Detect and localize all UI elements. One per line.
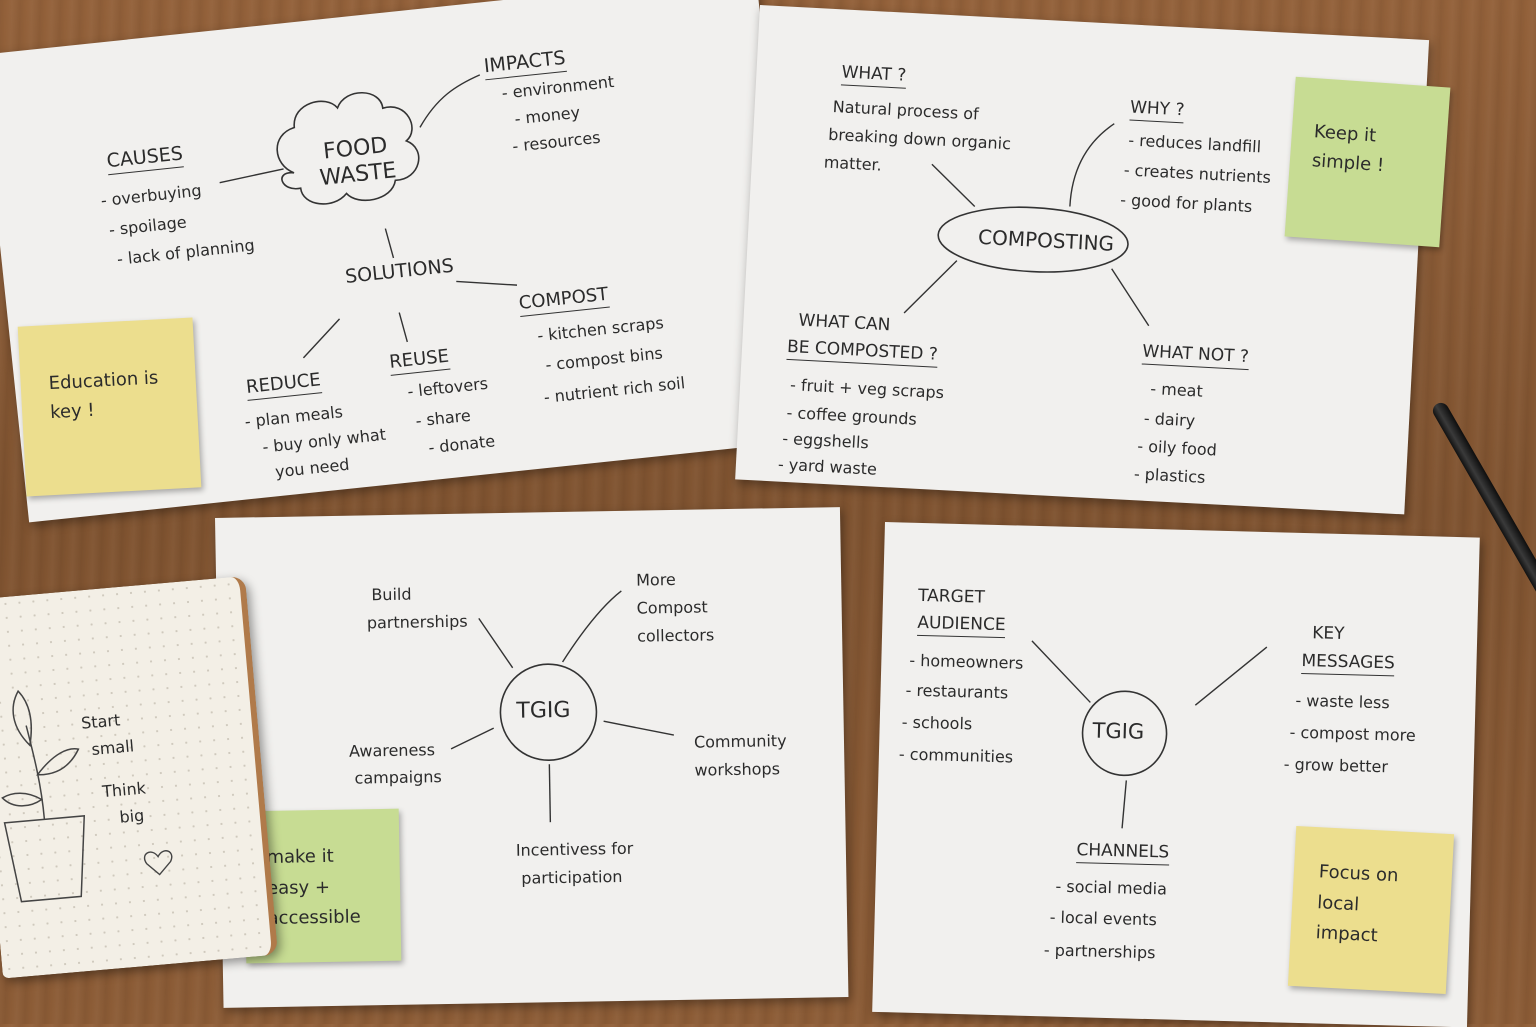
channels-item: - social media [1055, 876, 1168, 899]
arrow-to-can [903, 260, 958, 314]
channels-item: - local events [1049, 907, 1158, 930]
more-line: Compost [636, 597, 708, 618]
arrow-to-reduce [302, 318, 341, 359]
can-item: - eggshells [781, 428, 870, 453]
community-line: workshops [694, 759, 781, 780]
composting-ellipse [937, 206, 1129, 273]
sheet3-connectors [450, 590, 674, 823]
target-item: - restaurants [905, 680, 1009, 703]
key-item: - grow better [1283, 754, 1389, 777]
sticky-note-focus: Focus on local impact [1287, 825, 1455, 995]
arrow-to-causes [219, 168, 284, 184]
not-item: - dairy [1143, 408, 1196, 431]
sheet-food-waste: FOOD WASTE IMPACTS - environment - money… [0, 0, 805, 523]
awareness-line: Awareness [348, 740, 436, 761]
tgig-center: TGIG [1092, 718, 1145, 744]
awareness-line: campaigns [354, 767, 442, 788]
build-line: partnerships [366, 611, 468, 633]
leaf [36, 747, 80, 776]
arrow-to-reuse [398, 312, 409, 343]
sheet2-connectors [903, 123, 1150, 327]
key-item: - compost more [1289, 722, 1416, 745]
arrow-to-solutions [384, 228, 395, 259]
channels-item: - partnerships [1043, 940, 1156, 963]
food-waste-cloud [276, 92, 420, 205]
target-item: - communities [898, 744, 1014, 767]
notebook-text: Start [80, 710, 121, 733]
arrow-to-impacts [419, 74, 481, 128]
not-item: - oily food [1136, 436, 1218, 460]
composting-center: COMPOSTING [977, 224, 1115, 256]
arrow-to-why [1069, 123, 1115, 207]
notebook-text: small [90, 736, 135, 759]
sticky-note-text: Keep it simple ! [1311, 121, 1385, 176]
key-title-line1: KEY [1311, 623, 1345, 645]
leaf [1, 792, 44, 807]
arrow-to-more [561, 590, 622, 663]
arrow-to-channels [1121, 780, 1128, 829]
arrow-to-not [1111, 268, 1150, 327]
target-title-line2: AUDIENCE [917, 613, 1006, 639]
stem [25, 725, 46, 820]
community-line: Community [693, 731, 787, 752]
key-item: - waste less [1295, 690, 1390, 713]
what-text: matter. [823, 152, 883, 175]
key-title-line2: MESSAGES [1301, 651, 1395, 677]
leaf [12, 689, 33, 747]
why-title: WHY ? [1129, 98, 1185, 124]
arrow-to-awareness [450, 727, 495, 750]
pot [3, 815, 86, 903]
heart-icon [143, 850, 173, 876]
notebook-text: big [118, 805, 146, 827]
arrow-to-community [603, 720, 674, 736]
what-title: WHAT ? [840, 62, 907, 89]
arrow-to-build [478, 618, 514, 669]
sticky-note-text: Focus on local impact [1315, 861, 1399, 947]
sheet4-connectors [1031, 640, 1268, 829]
tgig-center: TGIG [516, 697, 571, 724]
sheet-composting: COMPOSTING WHAT ? Natural process of bre… [735, 5, 1430, 515]
sheet-tgig-actions: TGIG Build partnerships More Compost col… [215, 507, 849, 1008]
more-line: collectors [636, 625, 715, 646]
arrow-to-target [1031, 640, 1091, 703]
incentives-line: participation [521, 866, 623, 888]
can-title-line1: WHAT CAN [798, 310, 891, 336]
channels-title: CHANNELS [1076, 840, 1169, 866]
plant-drawing [1, 689, 173, 903]
sheet1-connectors [219, 74, 518, 359]
notebook-text: Think [101, 778, 147, 802]
more-line: More [635, 569, 676, 590]
tgig-circle [499, 663, 598, 762]
sticky-note-text: Education is key ! [48, 367, 159, 423]
arrow-to-compost [456, 280, 518, 286]
not-item: - plastics [1133, 464, 1206, 487]
sticky-note-education: Education is key ! [17, 317, 202, 497]
tgig-circle [1081, 690, 1168, 777]
target-item: - homeowners [909, 650, 1024, 673]
not-item: - meat [1149, 378, 1204, 401]
arrow-to-key [1194, 646, 1268, 706]
arrow-to-incentives [548, 764, 552, 823]
build-line: Build [371, 584, 412, 605]
notebook: Start small Think big [0, 575, 279, 979]
target-item: - schools [901, 712, 973, 734]
arrow-to-what [931, 163, 976, 208]
target-title-line1: TARGET [917, 585, 986, 608]
food-waste-center: FOOD WASTE [318, 132, 398, 192]
sheet-tgig-messaging: TGIG TARGET AUDIENCE - homeowners - rest… [872, 522, 1480, 1027]
sticky-note-keep-simple: Keep it simple ! [1284, 76, 1451, 248]
incentives-line: Incentivess for [515, 838, 634, 860]
sticky-note-text: make it easy + accessible [266, 845, 361, 930]
